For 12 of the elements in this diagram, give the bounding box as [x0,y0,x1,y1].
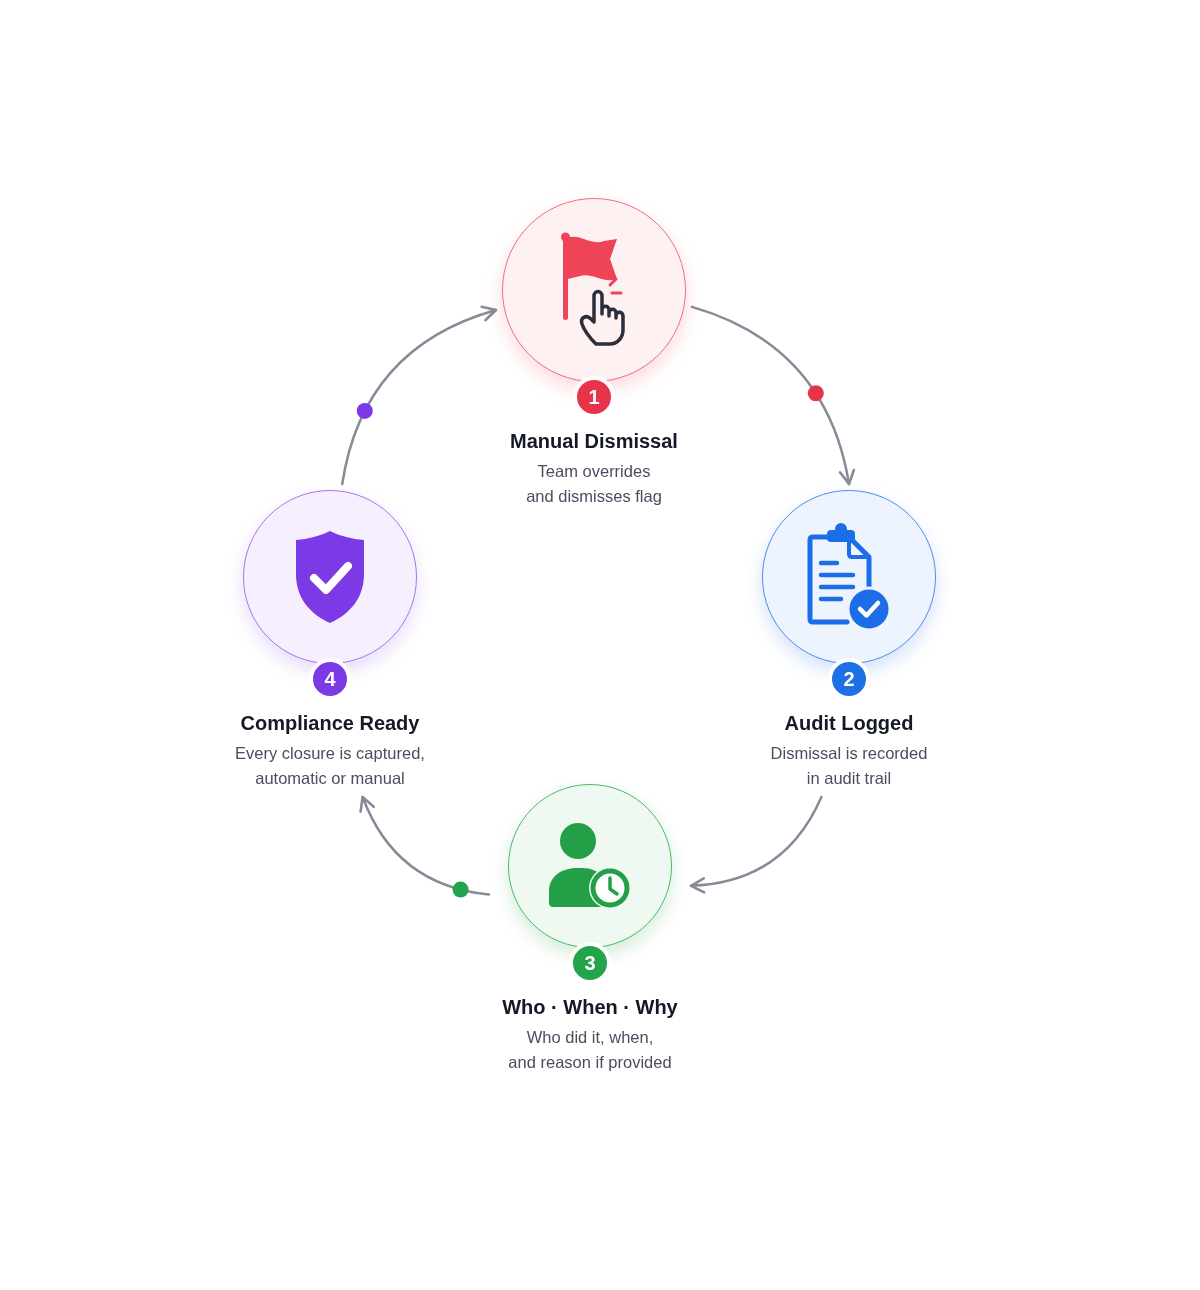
curved-arrow [690,305,855,486]
step-title: Compliance Ready [240,711,420,736]
curved-arrow [689,795,823,894]
step-description: Every closure is captured, automatic or manual [235,743,425,789]
step-description: Dismissal is recorded in audit trail [770,743,928,789]
step-title: Audit Logged [784,711,914,736]
step-description: Team overrides and dismisses flag [526,461,662,507]
curved-arrow [341,306,498,486]
step-description: Who did it, when, and reason if provided [508,1027,672,1073]
step-title: Manual Dismissal [510,429,678,454]
step-title: Who · When · Why [502,995,678,1020]
curved-arrow [359,795,491,896]
